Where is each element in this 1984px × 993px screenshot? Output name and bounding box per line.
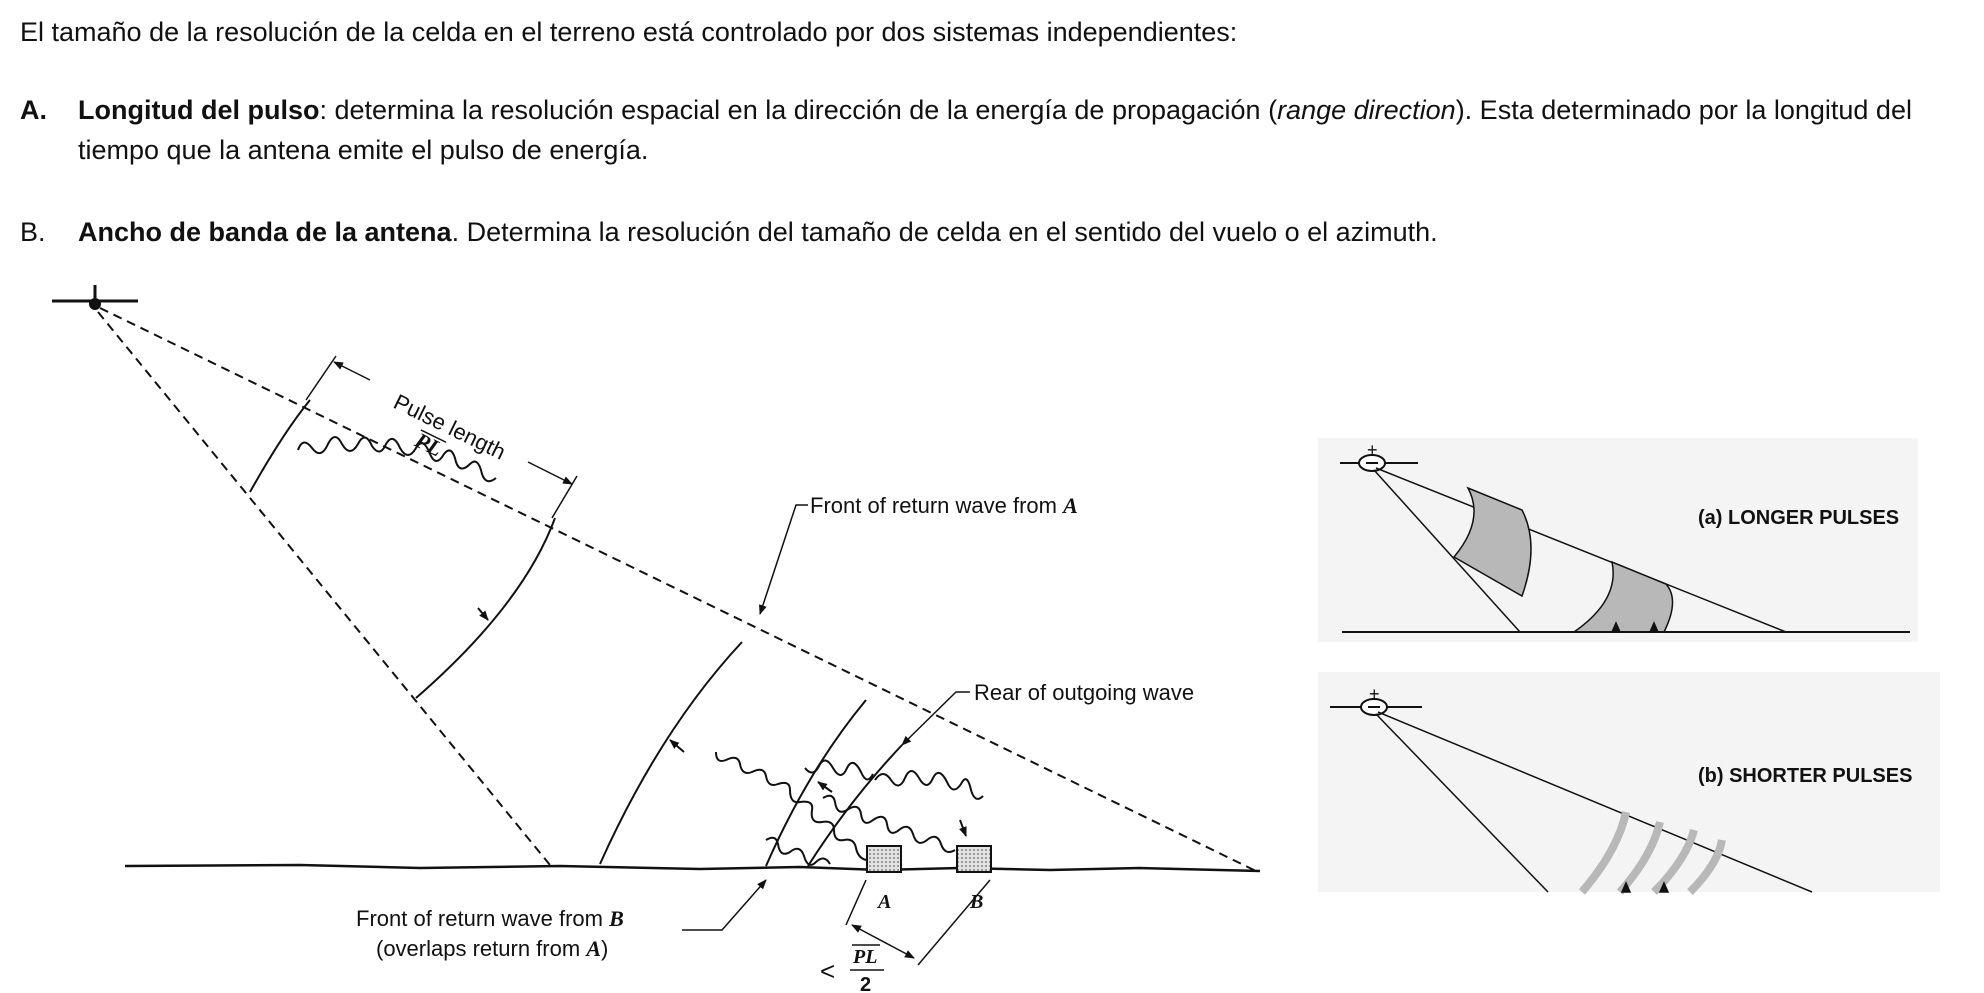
pulse-front-arc [415, 517, 556, 699]
list-item-b: B. Ancho de banda de la antena. Determina… [20, 212, 1438, 252]
ground-line [124, 863, 1261, 873]
half-pl-ext-left [845, 879, 867, 926]
rear-outgoing-label: Rear of outgoing wave [974, 680, 1194, 705]
less-than-sign: < [820, 956, 835, 986]
pulse-length-label: Pulse length [390, 389, 510, 465]
return-squiggle-a [715, 751, 867, 861]
front-return-a-label: Front of return wave from A [810, 493, 1078, 518]
pulse-length-arrow-right [527, 461, 573, 485]
rear-outgoing-arc [807, 744, 903, 867]
return-squiggle-c [765, 836, 831, 866]
return-front-a-arc [599, 641, 743, 865]
overlap-prefix: (overlaps return from [376, 936, 580, 961]
outgoing-squiggle-c [804, 759, 874, 781]
list-marker-a: A. [20, 95, 47, 125]
beam-near-edge [97, 311, 551, 866]
pulse-length-ext-left [305, 355, 337, 401]
panel-b [1318, 672, 1940, 895]
half-pl-denominator: 2 [860, 974, 871, 993]
half-pl-numerator: PL [852, 946, 877, 968]
overlap-letter: A [584, 936, 601, 961]
front-return-a-text: Front of return wave from [810, 493, 1057, 518]
panel-b-pulse-4 [1687, 839, 1726, 895]
half-pl-arrow [851, 924, 915, 959]
panel-b-label: (b) SHORTER PULSES [1698, 765, 1912, 787]
outgoing-b-arrow [959, 819, 967, 837]
panel-a-target-1 [1610, 621, 1622, 633]
aircraft-icon [52, 285, 138, 310]
item-a-text-1: : determina la resolución espacial en la… [319, 95, 1278, 125]
list-marker-b: B. [20, 217, 46, 247]
main-diagram [52, 285, 1261, 966]
panel-b-pulse-3 [1651, 828, 1698, 895]
return-b-arrow [817, 781, 833, 793]
pulse-rear-arc [249, 399, 311, 493]
half-pl-ext-right [917, 879, 991, 966]
beam-far-edge [99, 307, 1259, 873]
panel-b-background [1318, 672, 1940, 892]
return-a-arrow [669, 739, 685, 753]
return-squiggle-b [822, 794, 956, 853]
panel-a-beam-far [1375, 467, 1787, 633]
panel-b-plus-sign: + [1369, 684, 1380, 704]
outgoing-wave-squiggle [297, 436, 497, 483]
list-item-a: A. Longitud del pulso: determina la reso… [20, 90, 1940, 170]
front-return-b-text: Front of return wave from [356, 906, 603, 931]
panel-a-target-2 [1648, 621, 1660, 633]
panel-a [1318, 438, 1918, 642]
panel-b-pulse-1 [1578, 811, 1630, 895]
item-a-italic: range direction [1277, 95, 1456, 125]
panel-a-plus-sign: + [1367, 440, 1378, 460]
panel-b-beam-near [1375, 713, 1549, 893]
leader-front-a [759, 504, 808, 615]
item-a-title: Longitud del pulso [78, 95, 320, 125]
leader-rear-outgoing [901, 691, 970, 746]
panel-a-pulse-1 [1452, 486, 1532, 598]
item-b-text: . Determina la resolución del tamaño de … [451, 217, 1438, 247]
panel-b-target-2 [1658, 881, 1670, 893]
front-return-b-label: Front of return wave from B [356, 906, 624, 931]
intro-paragraph: El tamaño de la resolución de la celda e… [20, 17, 1238, 47]
outgoing-squiggle-b [874, 770, 984, 800]
overlap-suffix: ) [601, 936, 608, 961]
aircraft-b-icon [1330, 698, 1422, 716]
target-a-label: A [876, 891, 891, 913]
pulse-length-ext-right [551, 475, 578, 519]
target-b-label: B [969, 891, 983, 913]
aircraft-a-icon [1340, 454, 1418, 472]
return-front-b-arc [765, 699, 867, 867]
pl-overbar [420, 429, 447, 443]
leader-front-b [682, 879, 767, 931]
panel-a-beam-near [1373, 469, 1521, 633]
panel-b-target-1 [1620, 881, 1632, 893]
list-item-a-body: Longitud del pulso: determina la resoluc… [78, 90, 1940, 170]
overlap-label: (overlaps return from A) [376, 936, 608, 961]
pulse-length-arrow-left [333, 361, 371, 381]
outgoing-wave-arrow [477, 607, 489, 621]
target-a [866, 845, 902, 873]
item-b-title: Ancho de banda de la antena [78, 217, 452, 247]
item-a-text-2: ). Esta determinado por la longitud del … [78, 95, 1912, 165]
panel-a-label: (a) LONGER PULSES [1698, 507, 1899, 529]
front-return-a-letter: A [1061, 493, 1078, 518]
target-b [956, 845, 992, 873]
panel-a-pulse-2 [1571, 560, 1674, 633]
front-return-b-letter: B [608, 906, 624, 931]
panel-b-beam-far [1377, 711, 1813, 893]
